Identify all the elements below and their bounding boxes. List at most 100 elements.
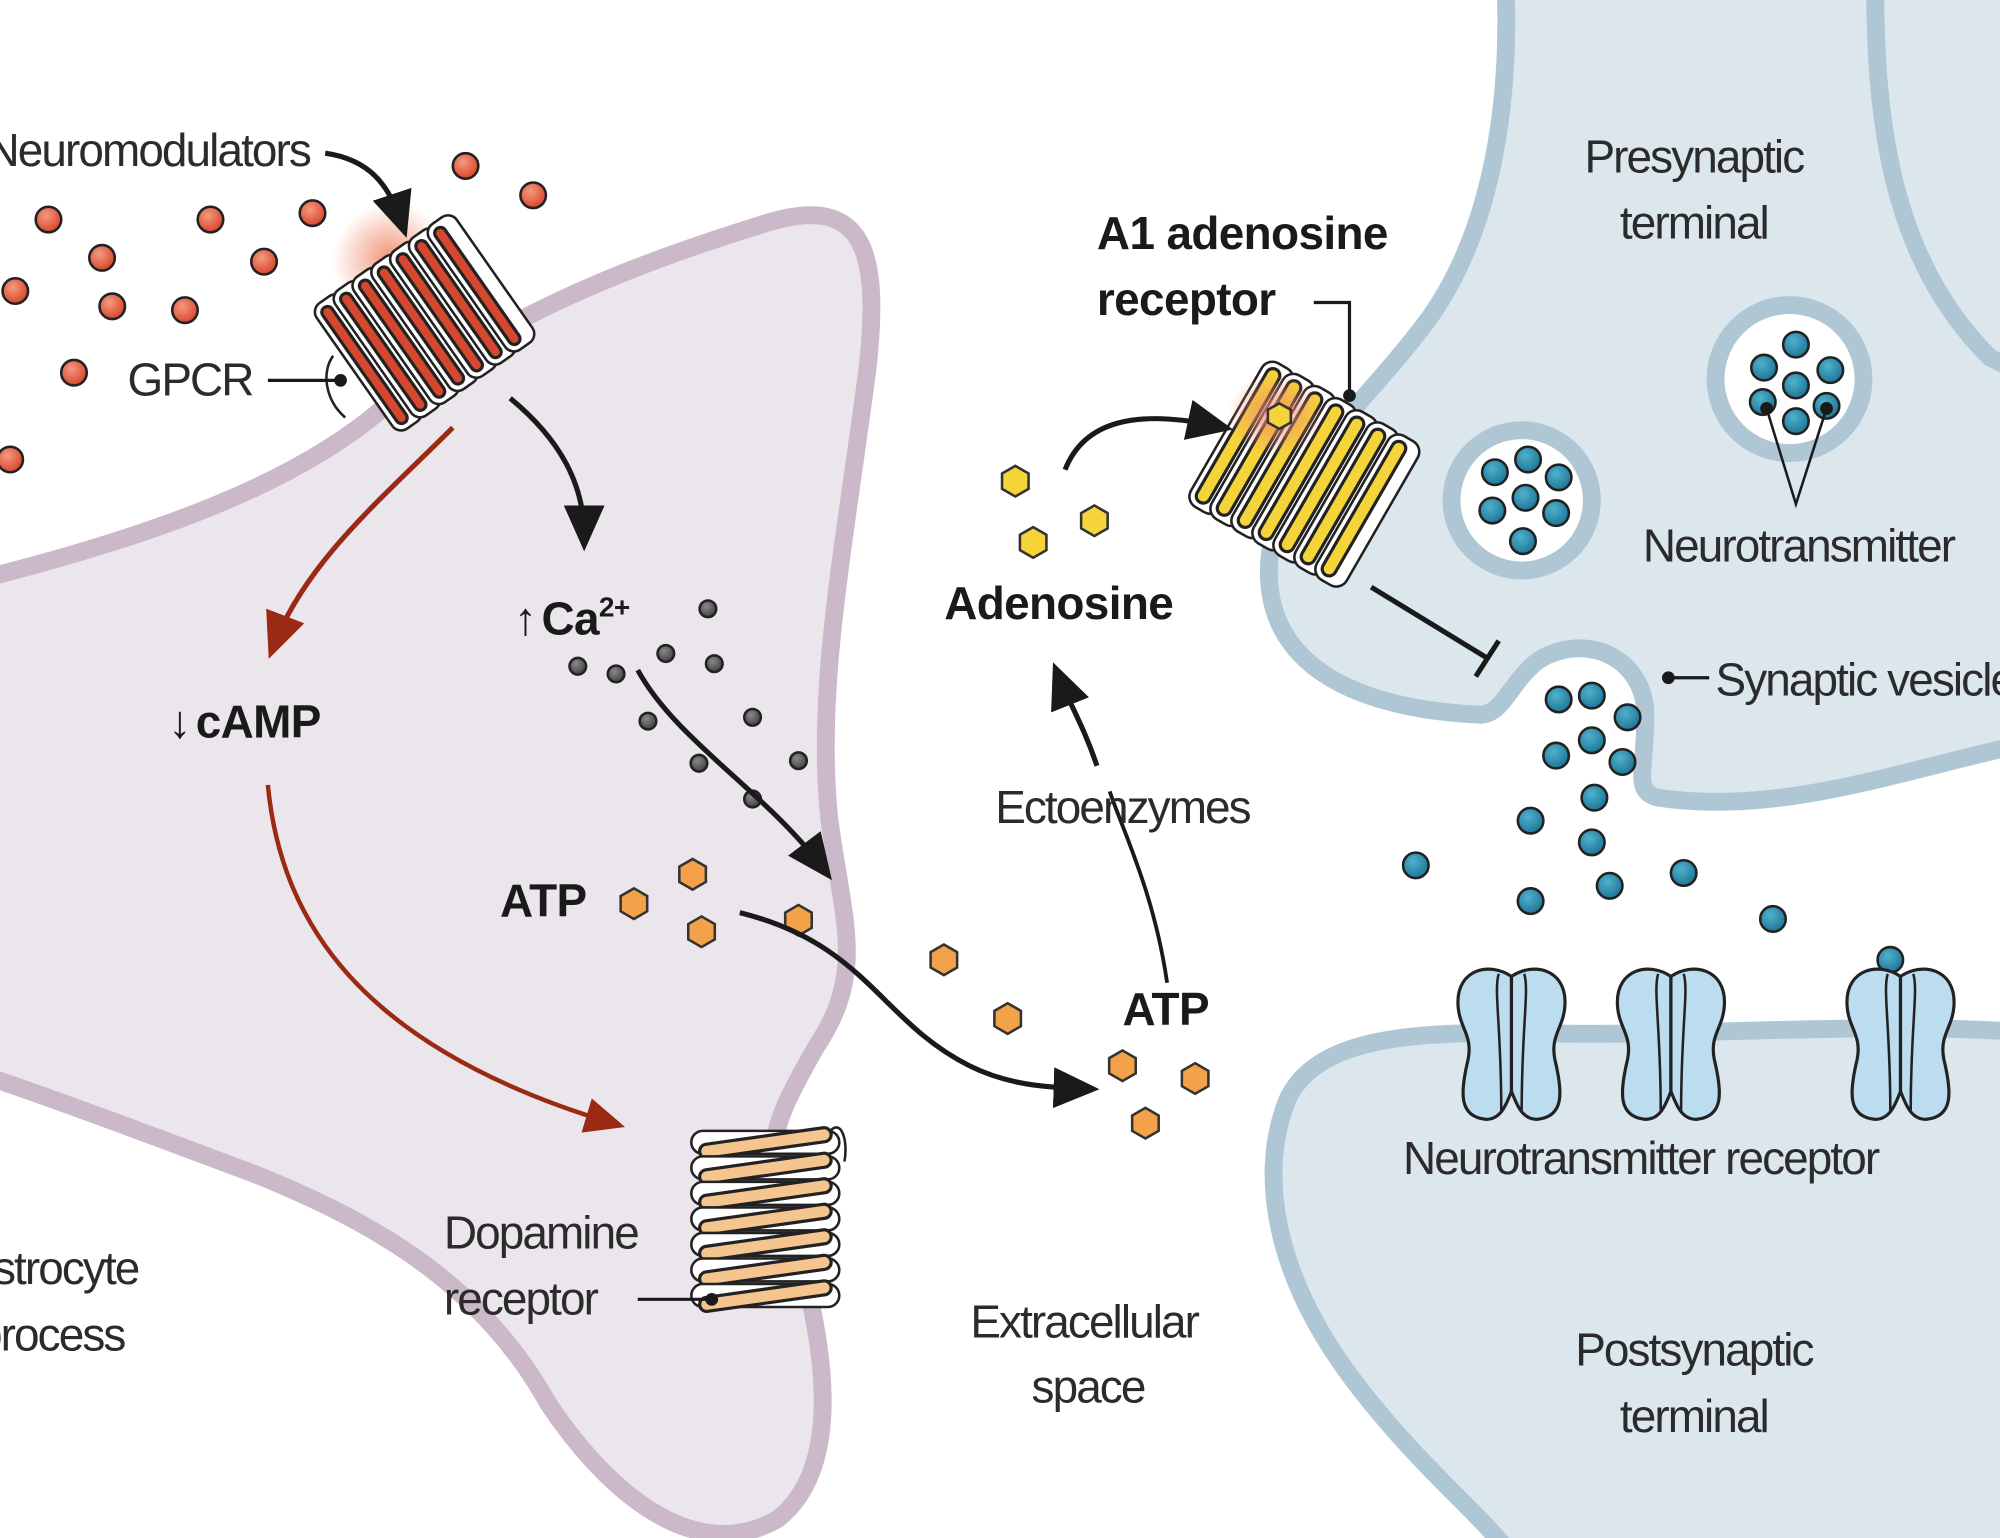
neuromodulator-dot — [298, 199, 327, 228]
helix — [1299, 427, 1387, 566]
atp-hexagon — [1180, 1061, 1210, 1096]
neurotransmitter-dot — [1577, 828, 1606, 857]
neurotransmitter-receptor-icon — [1615, 967, 1727, 1121]
adenosine-to-a1-arrow — [1062, 399, 1234, 471]
neuromodulator-arrow — [324, 150, 412, 238]
neurotransmitter-receptor-icon — [1845, 967, 1956, 1121]
astrocyte-process — [0, 206, 881, 1538]
neuromodulator-dot — [451, 151, 480, 180]
calcium-dot — [689, 753, 709, 773]
neuromodulator-dot — [170, 296, 199, 325]
astrocyte-label-line2: process — [0, 1308, 125, 1360]
atp-release-arrow — [739, 910, 1100, 1109]
helix — [698, 1253, 833, 1288]
inhibition-arrow — [1369, 584, 1501, 678]
neurotransmitter-dot — [1613, 703, 1642, 732]
neuromodulator-dot — [519, 181, 548, 210]
astrocyte-label-line1: Astrocyte — [0, 1242, 139, 1294]
neurotransmitter-dot — [1516, 887, 1545, 916]
neurotransmitter-dot — [1749, 353, 1779, 382]
neurotransmitter-dot — [1580, 783, 1609, 812]
a1-leader — [1313, 300, 1356, 403]
atp-extracellular-label: ATP — [1122, 983, 1209, 1035]
neurotransmitter-dot — [1544, 685, 1573, 714]
neurotransmitter-dot — [1544, 463, 1573, 492]
neurotransmitter-dot — [1781, 407, 1810, 436]
postsynaptic-label-line2: terminal — [1620, 1390, 1768, 1442]
atp-hexagon — [619, 886, 649, 921]
postsynaptic-label-line1: Postsynaptic — [1575, 1324, 1813, 1376]
calcium-dot — [638, 711, 658, 731]
synaptic-vesicle-leader — [1661, 671, 1710, 685]
neuromodulator-dot — [59, 358, 89, 387]
helix — [320, 304, 409, 426]
adenosine-bound-icon — [1266, 401, 1293, 431]
neurotransmitter-molecules — [1401, 330, 1905, 1042]
neurotransmitter-dot — [1401, 851, 1430, 880]
extracellular-label-line1: Extracellular — [970, 1296, 1199, 1348]
helix — [698, 1228, 833, 1262]
neurotransmitter-receptor-icon — [1456, 967, 1567, 1121]
calcium-dot — [656, 643, 676, 664]
atp-hexagon — [993, 1001, 1023, 1036]
gpcr-leader — [267, 373, 347, 387]
neurotransmitter-dot — [1516, 806, 1545, 835]
neurotransmitter-dot — [1577, 681, 1606, 710]
calcium-dot — [568, 656, 588, 676]
neuromodulator-dot — [34, 205, 63, 234]
helix — [357, 278, 447, 399]
neurotransmitter-dot — [1542, 741, 1571, 770]
neuromodulator-dot — [196, 205, 225, 234]
atp-to-adenosine-arrow — [1107, 790, 1169, 984]
atp-hexagon — [686, 914, 717, 949]
helix — [698, 1202, 833, 1237]
camp-label: ↓cAMP — [168, 696, 320, 748]
dopamine-receptor-label-line1: Dopamine — [444, 1206, 638, 1258]
a1-receptor-label-line1: A1 adenosine — [1097, 207, 1388, 259]
helix — [698, 1279, 833, 1314]
calcium-dot — [698, 599, 718, 619]
neurotransmitter-dot — [1508, 527, 1537, 556]
neurotransmitter-dot — [1514, 445, 1543, 474]
synaptic-vesicle-label: Synaptic vesicle — [1716, 654, 2000, 706]
neuromodulator-dot — [98, 292, 127, 321]
adenosine-molecules — [1000, 464, 1109, 560]
calcium-to-atp-arrow — [635, 668, 832, 881]
neurotransmitter-receptor-label: Neurotransmitter receptor — [1403, 1132, 1880, 1184]
neurotransmitter-dot — [1480, 458, 1509, 487]
neurotransmitter-receptors — [1456, 967, 1956, 1121]
atp-hexagon — [678, 857, 708, 892]
dopamine-leader — [637, 1292, 719, 1306]
neurotransmitter-dot — [1542, 499, 1571, 528]
atp-hexagon — [1107, 1048, 1137, 1083]
neuromodulators-label: Neuromodulators — [0, 124, 311, 176]
ectoenzyme-arrow — [1051, 662, 1100, 767]
postsynaptic-terminal — [1264, 1019, 2000, 1538]
gpcr-label: GPCR — [128, 354, 254, 406]
neuromodulator-dot — [0, 445, 25, 474]
calcium-dot — [742, 707, 763, 727]
neurotransmitter-dot — [1577, 726, 1606, 755]
atp-hexagon — [929, 943, 959, 977]
dopamine-receptor-label-line2: receptor — [444, 1273, 599, 1325]
helix — [1278, 415, 1366, 554]
neurotransmitter-dot — [1478, 496, 1507, 525]
neurotransmitter-leader — [1760, 402, 1833, 509]
neurotransmitter-dot — [1595, 871, 1624, 900]
atp-intracellular-label: ATP — [500, 874, 587, 926]
presynaptic-inner-edge — [1866, 0, 2000, 373]
adenosine-label: Adenosine — [944, 577, 1173, 629]
adenosine-hexagon — [1018, 525, 1048, 560]
helix — [339, 291, 428, 412]
helix — [1320, 439, 1408, 578]
gpcr-icon — [313, 202, 536, 432]
dopamine-receptor-icon — [690, 1126, 847, 1314]
calcium-up-arrow: ↑ — [514, 592, 536, 644]
a1-receptor-label-line2: receptor — [1097, 273, 1276, 325]
helix — [698, 1177, 833, 1211]
atp-hexagon — [1130, 1106, 1160, 1140]
helix — [433, 225, 522, 347]
neuromodulator-dot — [1, 276, 30, 306]
neurotransmitter-dot — [1758, 904, 1787, 934]
